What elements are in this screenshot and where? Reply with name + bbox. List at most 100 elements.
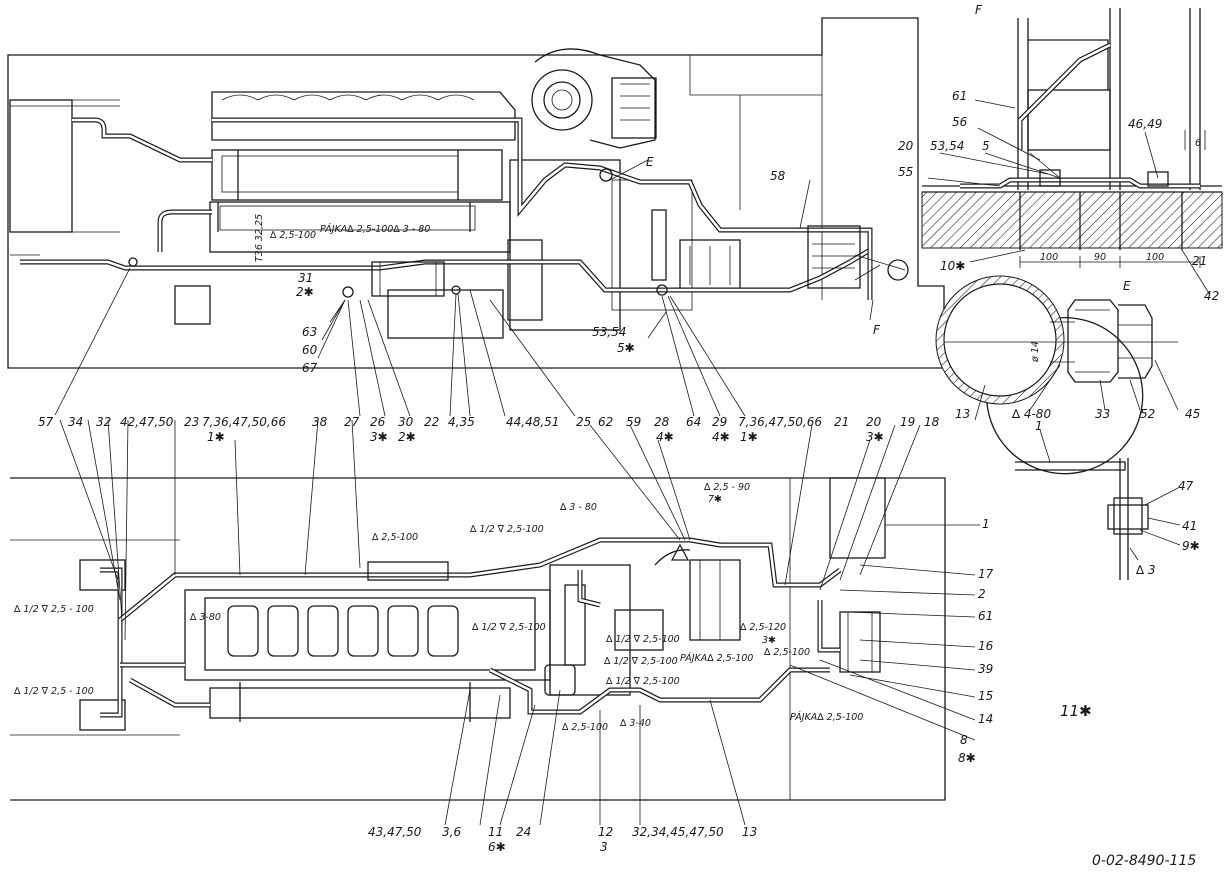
note-pajka-2: PÁJKA∆ 2,5-100 [790,711,863,723]
label-1-detail: 1 [1035,419,1043,433]
label-61: 61 [952,89,967,103]
label-9star: 9✱ [1182,539,1200,553]
label-19: 19 [900,415,915,429]
drawing-number: 0-02-8490-115 [1092,853,1196,869]
dim-diameter-14: ø 14 [1030,341,1041,363]
label-28: 28 [654,415,670,429]
label-32: 32 [96,415,111,429]
label-29: 29 [712,415,727,429]
label-18: 18 [924,415,940,429]
note-weld-2-5-90: ∆ 2,5 - 90 [703,482,750,493]
label-23: 23 [184,415,199,429]
top-leaders [54,159,874,417]
label-46-49: 46,49 [1128,117,1162,131]
label-64: 64 [686,415,701,429]
label-2-b: 2 [978,587,986,601]
label-33: 33 [1095,407,1110,421]
label-52: 52 [1140,407,1155,421]
label-4-35: 4,35 [448,415,475,429]
label-59: 59 [626,415,641,429]
label-1star-a: 1✱ [207,430,225,444]
section-f-view [921,8,1223,296]
label-15: 15 [978,689,993,703]
label-43-47-50: 43,47,50 [368,825,422,839]
label-20-f: 20 [898,139,914,153]
cylinder-row [227,605,459,657]
label-39: 39 [978,662,993,676]
label-3star-b: 3✱ [866,430,884,444]
bottom-view [10,419,980,826]
top-pipes [20,117,873,300]
detail-1-view [1015,429,1181,580]
note-weld-half-4: ∆ 1/2 ∇ 2,5-100 [471,622,546,633]
label-42-47-50: 42,47,50 [120,415,174,429]
label-13-b: 13 [742,825,757,839]
label-1-b: 1 [982,517,990,531]
label-7-36-47-50-66-b: 7,36,47,50,66 [738,415,822,429]
label-22: 22 [424,415,439,429]
section-f-mark: F [873,323,881,337]
dim-90: 90 [1094,252,1106,263]
note-weld-half-5: ∆ 1/2 ∇ 2,5-100 [605,634,680,645]
label-27: 27 [344,415,360,429]
label-12: 12 [598,825,613,839]
label-11: 11 [488,825,503,839]
dim-100-b: 100 [1146,252,1164,263]
weld-note-2: PÁJKA∆ 2,5-100∆ 3 - 80 [320,223,430,235]
label-14: 14 [978,712,993,726]
note-3star: 3✱ [762,635,776,646]
note-weld-half-7: ∆ 1/2 ∇ 2,5-100 [603,656,678,667]
label-55: 55 [898,165,913,179]
label-26: 26 [370,415,386,429]
note-weld-2-5-100-a: ∆ 2,5-100 [371,532,418,543]
note-weld-3-80-a: ∆ 3 - 80 [559,502,597,513]
weld-note-1: ∆ 2,5-100 [269,230,316,241]
note-weld-half-3: ∆ 1/2 ∇ 2,5 - 100 [13,686,94,697]
detail-e-mark: E [646,155,654,169]
label-21: 21 [834,415,849,429]
label-13-e: 13 [955,407,970,421]
label-weld-4-80: ∆ 4-80 [1011,407,1051,421]
label-6star: 6✱ [488,840,506,854]
detail-e-title: E [1123,279,1131,293]
label-16: 16 [978,639,994,653]
labels: F E F E ∆ 2,5-100 PÁJKA∆ 2,5-100∆ 3 - 80… [13,3,1219,869]
label-5-f: 5 [982,139,990,153]
section-f-title: F [975,3,983,17]
label-38: 38 [312,415,328,429]
label-2star-b: 2✱ [398,430,416,444]
note-weld-2-5-100-b: ∆ 2,5-100 [763,647,810,658]
note-7star: 7✱ [708,494,722,505]
note-weld-2-5-120: ∆ 2,5-120 [739,622,786,633]
label-45: 45 [1185,407,1200,421]
label-53-54: 53,54 [592,325,626,339]
label-2star: 2✱ [296,285,314,299]
note-pajka-1: PÁJKA∆ 2,5-100 [680,652,753,664]
label-17: 17 [978,567,994,581]
label-67: 67 [302,361,318,375]
label-25: 25 [576,415,591,429]
label-53-54-f: 53,54 [930,139,964,153]
label-58: 58 [770,169,786,183]
note-weld-2-5-100-c: ∆ 2,5-100 [561,722,608,733]
label-3-6: 3,6 [442,825,461,839]
label-3star-a: 3✱ [370,430,388,444]
label-24: 24 [516,825,531,839]
label-41: 41 [1182,519,1197,533]
pipe-spec-note: T36 32,25 [254,214,265,262]
top-view [7,17,945,417]
detail-e-view [935,275,1179,475]
label-34: 34 [68,415,83,429]
label-4star-b: 4✱ [712,430,730,444]
label-32-34-45-47-50: 32,34,45,47,50 [632,825,724,839]
note-weld-3-40: ∆ 3-40 [619,718,651,729]
dim-100-a: 100 [1040,252,1058,263]
label-8: 8 [960,733,968,747]
label-7-36-47-50-66-a: 7,36,47,50,66 [202,415,286,429]
label-8star: 8✱ [958,751,976,765]
label-57: 57 [38,415,54,429]
label-30: 30 [398,415,414,429]
label-5star: 5✱ [617,341,635,355]
label-61-b: 61 [978,609,993,623]
